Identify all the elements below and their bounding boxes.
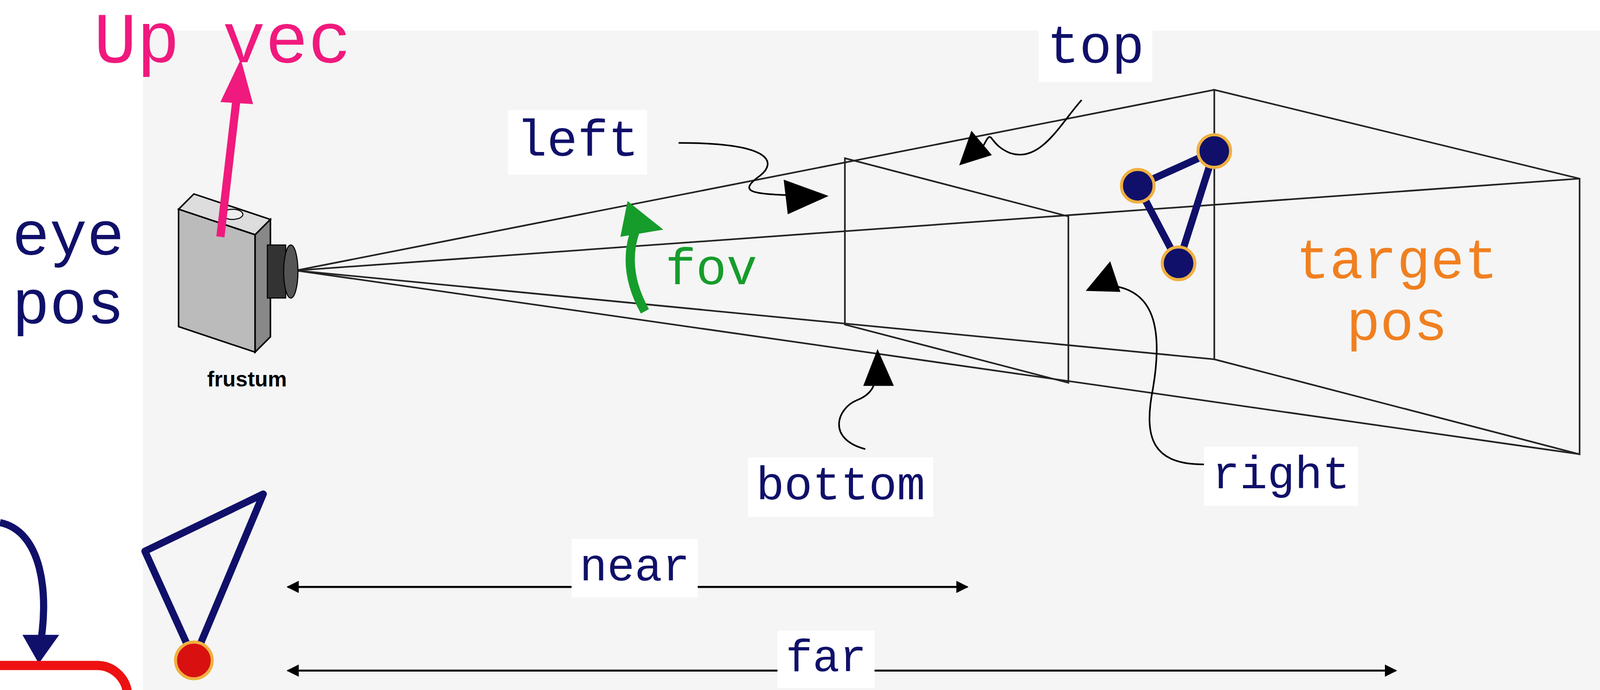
- curved-arrow-head: [22, 634, 60, 664]
- fov-head: [620, 201, 664, 238]
- left-label: left: [508, 110, 647, 175]
- bottom-label: bottom: [747, 457, 934, 518]
- object-triangle: [1121, 134, 1231, 281]
- background-panel: [142, 30, 1600, 690]
- eye-pos-label: eye pos: [12, 204, 125, 341]
- camera-icon: [178, 193, 298, 352]
- curved-arrow: [0, 522, 44, 654]
- red-box-fragment: [0, 665, 128, 690]
- top-label: top: [1038, 14, 1153, 82]
- fov-label: fov: [665, 242, 758, 299]
- frustum-label: frustum: [207, 367, 287, 392]
- fov-arc: [630, 226, 645, 312]
- target-pos-label: target pos: [1296, 232, 1499, 357]
- up-vector-label: Up vec: [93, 4, 351, 83]
- up-vector-arrow: [220, 97, 237, 238]
- frustum-lines: [296, 89, 1580, 455]
- near-label: near: [571, 538, 699, 598]
- far-label: far: [777, 630, 875, 689]
- eye-triangle: [145, 494, 264, 660]
- leader-heads: [783, 130, 1121, 386]
- eye-point: [175, 642, 213, 679]
- leader-lines: [678, 99, 1204, 465]
- right-label: right: [1203, 446, 1359, 506]
